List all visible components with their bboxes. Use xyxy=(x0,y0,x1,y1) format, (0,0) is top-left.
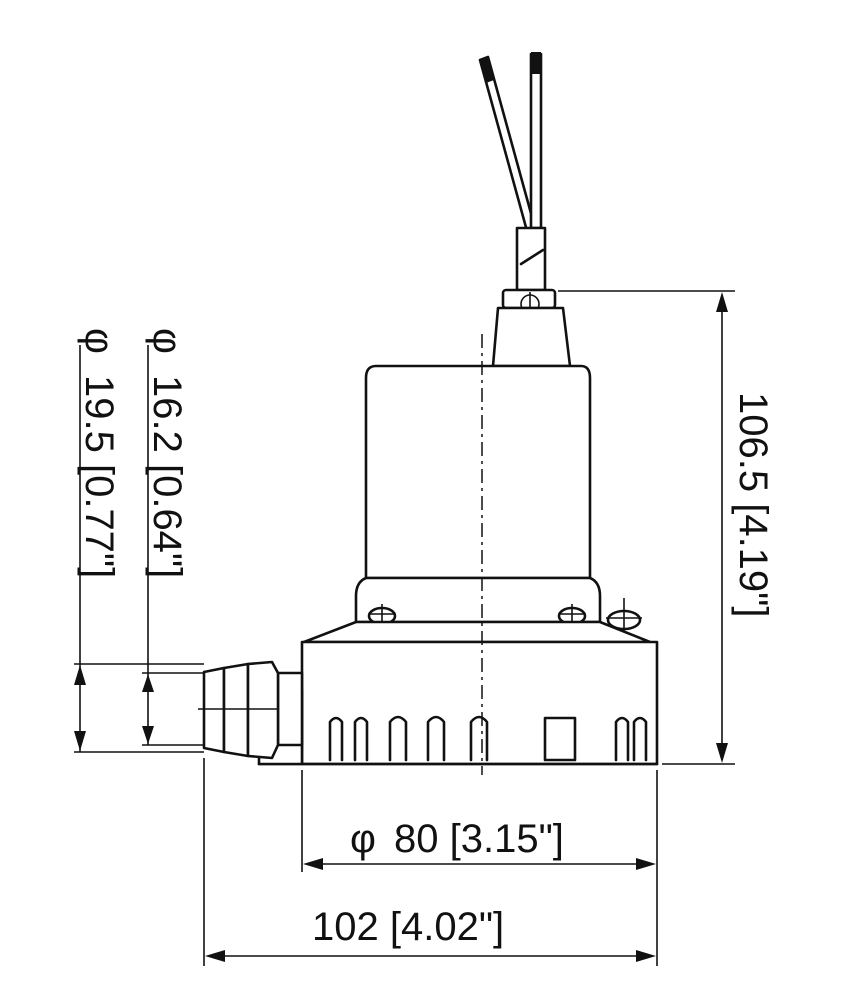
intake-slots xyxy=(328,715,648,762)
motor-housing xyxy=(354,364,602,624)
total-width-label: 102 [4.02"] xyxy=(312,905,504,949)
diameter-symbol-base: φ xyxy=(350,817,376,861)
inlet-inner-diameter-label: 16.2 [0.64"] xyxy=(145,375,189,578)
diameter-symbol-outer: φ xyxy=(77,328,121,354)
inlet-outer-diameter-label: 19.5 [0.77"] xyxy=(77,375,121,578)
height-dimension-label: 106.5 [4.19"] xyxy=(731,392,775,618)
height-dimension: 106.5 [4.19"] xyxy=(558,290,775,765)
base-diameter-label: 80 [3.15"] xyxy=(394,817,564,861)
inlet-diameter-dimensions: φ 19.5 [0.77"] φ 16.2 [0.64"] xyxy=(74,328,204,753)
diameter-symbol-inner: φ xyxy=(145,328,189,354)
pump-base xyxy=(257,620,659,766)
cable-gland xyxy=(491,226,572,368)
outlet-barb xyxy=(198,660,304,760)
base-diameter-dimension: φ 80 [3.15"] xyxy=(301,770,658,872)
power-wires xyxy=(478,52,543,233)
total-width-dimension: 102 [4.02"] xyxy=(203,758,658,966)
screw-far-right xyxy=(606,598,642,634)
